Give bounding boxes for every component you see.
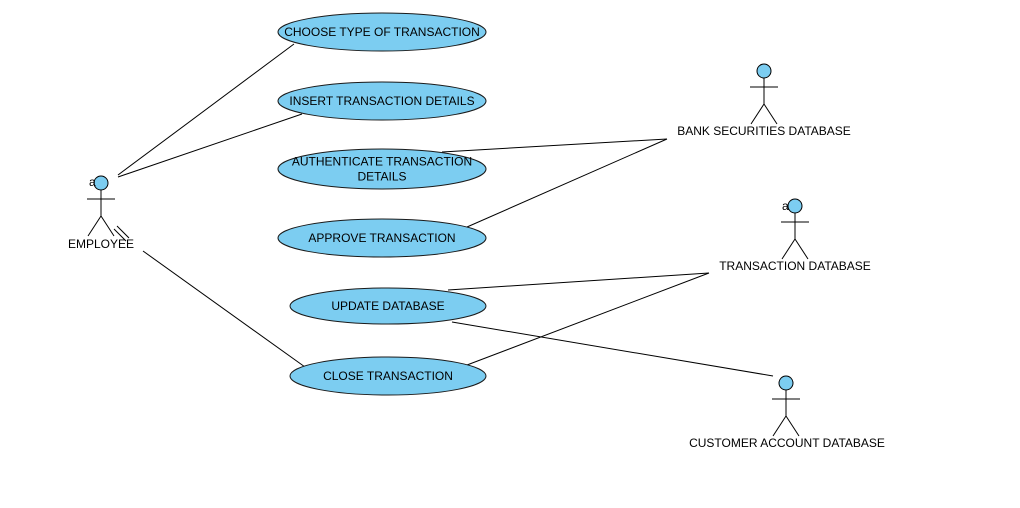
assoc-trans-update: [447, 272, 710, 291]
use-case-ellipse: [289, 356, 487, 396]
use-case-label: UPDATE DATABASE: [331, 299, 444, 313]
assoc-trans-close: [466, 272, 710, 366]
use-case-ellipse: [277, 218, 487, 258]
use-case-label: AUTHENTICATE TRANSACTION: [292, 155, 472, 169]
use-case-approve[interactable]: APPROVE TRANSACTION: [277, 218, 487, 258]
assoc-cust-update: [451, 321, 774, 377]
actor-left-leg: [772, 415, 787, 437]
actor-bank[interactable]: BANK SECURITIES DATABASE: [677, 63, 851, 138]
actor-marker: a: [782, 199, 789, 213]
use-case-label: CLOSE TRANSACTION: [323, 369, 453, 383]
assoc-bank-auth: [441, 138, 668, 153]
actor-label: BANK SECURITIES DATABASE: [677, 124, 851, 138]
assoc-emp-insert: [117, 113, 303, 178]
use-case-update[interactable]: UPDATE DATABASE: [289, 287, 487, 325]
use-case-ellipse: [277, 81, 487, 121]
use-case-choose[interactable]: CHOOSE TYPE OF TRANSACTION: [277, 12, 487, 52]
actor-left-leg: [750, 103, 765, 125]
actor-left-leg: [87, 215, 102, 237]
use-cases: CHOOSE TYPE OF TRANSACTION INSERT TRANSAC…: [277, 12, 487, 396]
assoc-emp-choose: [117, 43, 295, 176]
actor-marker: a: [89, 175, 96, 189]
use-case-label: CHOOSE TYPE OF TRANSACTION: [284, 25, 480, 39]
assoc-bank-approve: [466, 138, 668, 228]
use-case-insert[interactable]: INSERT TRANSACTION DETAILS: [277, 81, 487, 121]
associations: [113, 43, 774, 377]
actor-right-leg: [785, 415, 800, 437]
actor-head: [756, 63, 772, 79]
actor-label: CUSTOMER ACCOUNT DATABASE: [689, 436, 885, 450]
actor-right-leg: [763, 103, 778, 125]
assoc-emp-close: [142, 250, 306, 368]
use-case-ellipse: [277, 12, 487, 52]
use-case-ellipse: [277, 148, 487, 190]
actor-label: TRANSACTION DATABASE: [719, 259, 871, 273]
actor-head: [93, 175, 109, 191]
use-case-label: DETAILS: [357, 170, 406, 184]
employee-assoc-tick-1: [116, 225, 130, 239]
actor-head: [787, 198, 803, 214]
use-case-close[interactable]: CLOSE TRANSACTION: [289, 356, 487, 396]
actor-cust[interactable]: CUSTOMER ACCOUNT DATABASE: [689, 375, 885, 450]
use-case-label: APPROVE TRANSACTION: [308, 231, 455, 245]
employee-assoc-tick-2: [113, 228, 127, 242]
actor-right-leg: [794, 238, 809, 260]
actor-right-leg: [100, 215, 115, 237]
use-case-ellipse: [289, 287, 487, 325]
actor-left-leg: [781, 238, 796, 260]
actor-label: EMPLOYEE: [68, 237, 134, 251]
use-case-label: INSERT TRANSACTION DETAILS: [289, 94, 474, 108]
actor-head: [778, 375, 794, 391]
